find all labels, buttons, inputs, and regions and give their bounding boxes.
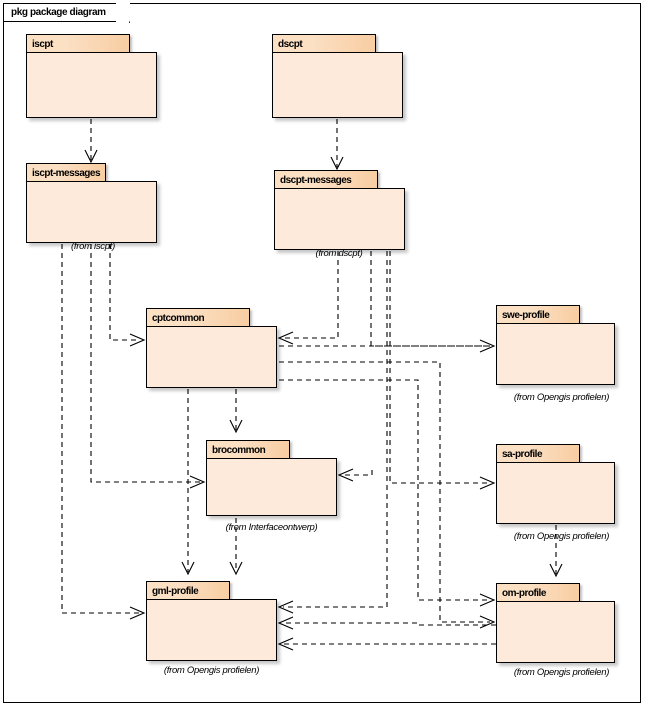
package-sa-profile-from: (from Opengis profielen) [513, 531, 610, 542]
package-iscpt-name: iscpt [32, 39, 53, 50]
package-swe-profile-body [496, 323, 615, 385]
package-swe-profile-tab: swe-profile [496, 305, 580, 324]
package-dscpt-messages-body [274, 188, 405, 250]
package-om-profile-from: (from Opengis profielen) [513, 667, 610, 678]
package-cptcommon-name: cptcommon [152, 313, 205, 324]
package-dscpt-tab: dscpt [272, 34, 376, 53]
diagram-frame-label: pkg package diagram [11, 7, 106, 18]
package-iscpt-body [26, 52, 157, 118]
package-brocommon-name: brocommon [212, 445, 266, 456]
package-iscpt-tab: iscpt [26, 34, 130, 53]
package-brocommon-tab: brocommon [206, 440, 290, 459]
package-cptcommon-body [146, 326, 277, 388]
package-gml-profile-name: gml-profile [152, 586, 199, 597]
diagram-frame-tab-corner [116, 3, 130, 23]
package-sa-profile-name: sa-profile [502, 449, 543, 460]
diagram-frame-border [3, 3, 641, 703]
package-dscpt-messages-from: (from dscpt) [315, 248, 363, 259]
package-dscpt-messages-tab: dscpt-messages [274, 170, 378, 189]
package-swe-profile-from: (from Opengis profielen) [513, 392, 610, 403]
package-om-profile-name: om-profile [502, 588, 546, 599]
package-brocommon-from: (from Interfaceontwerp) [225, 522, 318, 533]
package-iscpt-messages-from: (from iscpt) [71, 241, 115, 252]
package-cptcommon-tab: cptcommon [146, 308, 250, 327]
package-sa-profile-tab: sa-profile [496, 444, 580, 463]
package-gml-profile-body [146, 599, 277, 661]
package-brocommon-body [206, 458, 337, 516]
package-gml-profile-from: (from Opengis profielen) [163, 665, 260, 676]
package-iscpt-messages-tab: iscpt-messages [26, 163, 106, 182]
package-dscpt-body [272, 52, 403, 118]
package-swe-profile-name: swe-profile [502, 310, 550, 321]
package-dscpt-name: dscpt [278, 39, 303, 50]
diagram-frame-tab [3, 3, 117, 22]
package-iscpt-messages-name: iscpt-messages [32, 168, 101, 179]
package-om-profile-body [496, 601, 615, 663]
package-dscpt-messages-name: dscpt-messages [280, 175, 352, 186]
package-om-profile-tab: om-profile [496, 583, 580, 602]
package-sa-profile-body [496, 462, 615, 524]
package-gml-profile-tab: gml-profile [146, 581, 230, 600]
package-iscpt-messages-body [26, 181, 157, 243]
